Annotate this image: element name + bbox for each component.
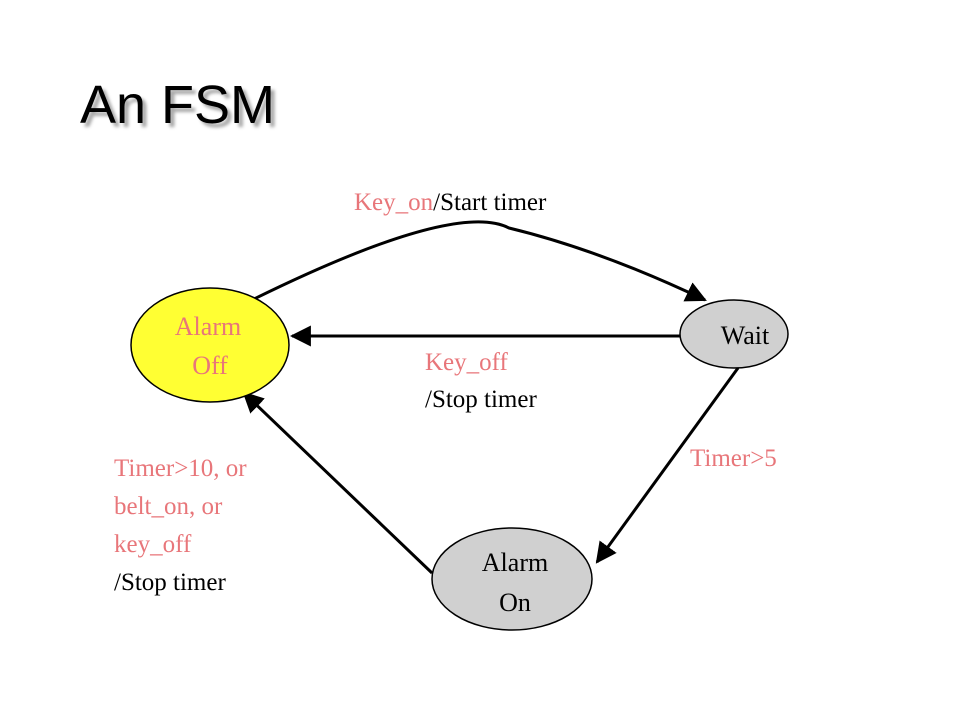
label-off-to-wait-action: /Start timer [433,189,547,216]
label-wait-to-on-condition: Timer>5 [690,445,777,472]
state-wait-label: Wait [721,321,770,350]
label-wait-to-off-action: /Stop timer [425,386,537,413]
edge-wait-to-on [595,367,740,564]
page-title: An FSM [80,75,276,135]
label-off-to-wait-condition: Key_on [354,189,434,216]
state-alarm-on-line2: On [499,588,531,617]
state-alarm-off: Alarm Off [130,287,290,403]
state-alarm-off-line1: Alarm [175,312,241,341]
state-alarm-off-line2: Off [192,351,228,380]
label-on-to-off-condition-1: Timer>10, or [114,455,247,482]
label-on-to-off-condition-3: key_off [114,531,192,558]
label-on-to-off-condition-2: belt_on, or [114,493,223,520]
edge-off-to-wait [251,220,707,302]
label-off-to-wait: Key_on/Start timer [354,184,546,221]
label-on-to-off: Timer>10, or belt_on, or key_off /Stop t… [114,450,247,602]
edge-on-to-off [242,391,434,575]
label-wait-to-off: Key_off /Stop timer [425,344,537,418]
state-alarm-on: Alarm On [431,527,593,631]
state-alarm-on-line1: Alarm [482,548,548,577]
label-wait-to-off-condition: Key_off [425,349,508,376]
state-wait: Wait [679,299,789,369]
label-on-to-off-action: /Stop timer [114,569,226,596]
